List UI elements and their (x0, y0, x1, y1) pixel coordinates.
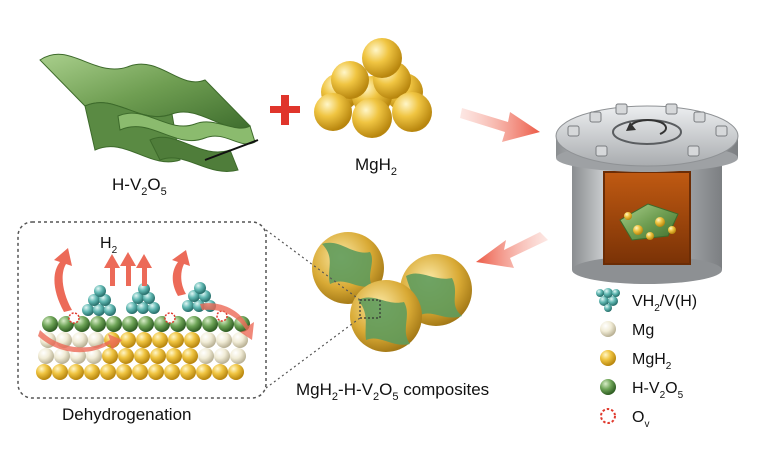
mgh2-sphere-icon (600, 350, 616, 366)
hv2o5-label: H-V2O5 (112, 175, 167, 198)
plus-icon (270, 95, 300, 125)
oxygen-vacancy-icon (600, 408, 616, 424)
svg-text:MgH2: MgH2 (632, 351, 672, 372)
oxygen-vacancy (164, 312, 176, 324)
legend-item-ov: Ov (600, 408, 649, 430)
legend-item-hv2o5: H-V2O5 (600, 379, 684, 401)
legend-item-mgh2: MgH2 (600, 350, 672, 372)
zoom-connector-bottom (265, 317, 361, 389)
composites-label: MgH2-H-V2O5 composites (296, 380, 489, 403)
mgh2-label: MgH2 (355, 155, 397, 178)
composite-particles (312, 232, 472, 352)
svg-text:VH2/V(H): VH2/V(H) (632, 293, 697, 314)
vh2-cluster-icon (596, 288, 620, 312)
legend: VH2/V(H) Mg MgH2 H-V2O5 Ov (596, 288, 697, 430)
ball-mill-vessel (555, 103, 739, 284)
mgh2-sphere-pile (314, 38, 432, 138)
arrow-to-ballmill (460, 108, 540, 142)
h2-release-arrows (38, 248, 254, 353)
oxygen-vacancy (68, 312, 80, 324)
svg-text:H-V2O5: H-V2O5 (632, 380, 684, 401)
vh2-clusters (82, 282, 216, 316)
scale-bar (204, 139, 259, 161)
arrow-to-composites (476, 232, 548, 268)
zoom-box (17, 221, 267, 399)
rotate-icon (629, 119, 667, 135)
legend-item-mg: Mg (600, 321, 654, 339)
dehydrogenation-label: Dehydrogenation (62, 405, 191, 424)
hv2o5-sphere-icon (600, 379, 616, 395)
atomic-lattice (36, 310, 250, 380)
h2-label: H2 (100, 235, 118, 256)
hv2o5-nanosheet-illustration (39, 53, 259, 172)
svg-text:Mg: Mg (632, 322, 654, 339)
legend-item-vh2: VH2/V(H) (596, 288, 697, 314)
mg-sphere-icon (600, 321, 616, 337)
svg-text:Ov: Ov (632, 409, 649, 430)
